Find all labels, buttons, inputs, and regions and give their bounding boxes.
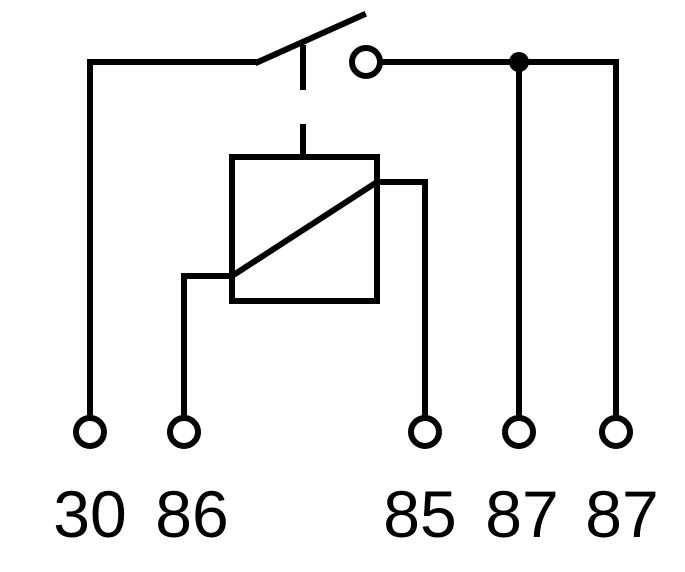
fixed-contact [349, 45, 383, 79]
terminal-30 [73, 415, 107, 449]
label-85: 85 [383, 477, 456, 551]
label-87b: 87 [585, 477, 658, 551]
wire-86 [181, 273, 235, 418]
terminal-87a [502, 415, 536, 449]
wire-30 [87, 59, 259, 418]
wire-87-right [378, 59, 619, 418]
label-30: 30 [53, 477, 126, 551]
switch-blade [254, 11, 367, 66]
wire-85 [374, 179, 428, 418]
label-87a: 87 [485, 477, 558, 551]
terminal-87b [599, 415, 633, 449]
coil-winding [227, 177, 382, 281]
terminal-86 [167, 415, 201, 449]
terminal-85 [408, 415, 442, 449]
label-86: 86 [155, 477, 228, 551]
coil-box [229, 154, 380, 304]
junction-dot [509, 52, 529, 72]
